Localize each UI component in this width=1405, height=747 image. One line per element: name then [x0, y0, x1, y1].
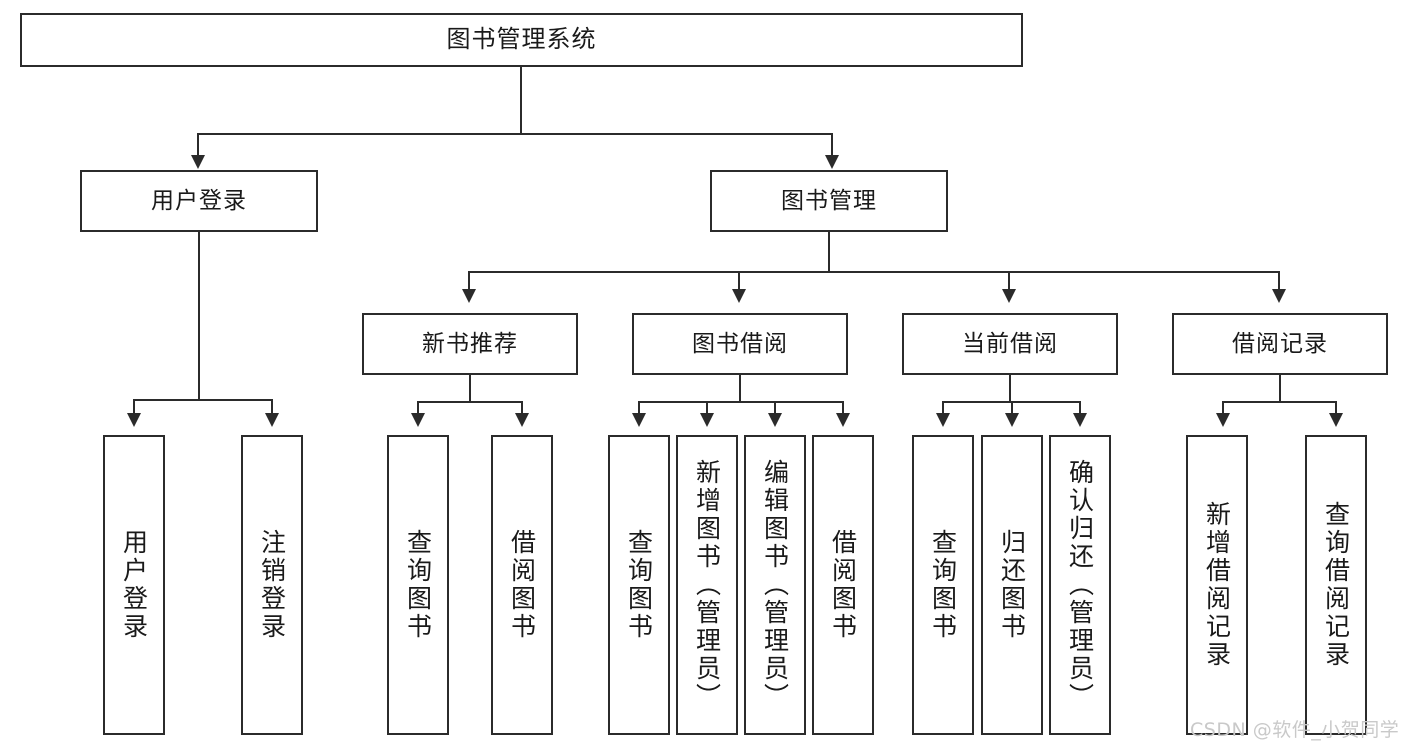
node-leaf-logout-label: 注销登录 — [257, 529, 287, 641]
arrow-book-manage-to-book-borrow — [732, 289, 746, 303]
node-borrow-record[interactable]: 借阅记录 — [1172, 313, 1388, 375]
node-leaf-query-book-3-label: 查询图书 — [928, 529, 958, 641]
edge-root-bus — [197, 133, 833, 135]
node-leaf-query-book-1[interactable]: 查询图书 — [387, 435, 449, 735]
edge-new-book-to-leaf2 — [521, 401, 523, 415]
edge-book-borrow-to-leaf4 — [842, 401, 844, 415]
node-leaf-logout[interactable]: 注销登录 — [241, 435, 303, 735]
arrow-book-manage-to-current-borrow — [1002, 289, 1016, 303]
edge-borrow-record-stem — [1279, 375, 1281, 402]
arrow-borrow-record-to-leaf2 — [1329, 413, 1343, 427]
node-borrow-record-label: 借阅记录 — [1232, 330, 1328, 357]
node-leaf-query-book-2[interactable]: 查询图书 — [608, 435, 670, 735]
arrow-book-manage-to-new-book — [462, 289, 476, 303]
node-leaf-query-book-3[interactable]: 查询图书 — [912, 435, 974, 735]
node-leaf-query-book-2-label: 查询图书 — [624, 529, 654, 641]
edge-book-manage-to-book-borrow — [738, 271, 740, 291]
arrow-new-book-to-leaf1 — [411, 413, 425, 427]
edge-book-borrow-to-leaf3 — [774, 401, 776, 415]
node-leaf-query-record[interactable]: 查询借阅记录 — [1305, 435, 1367, 735]
edge-new-book-stem — [469, 375, 471, 402]
node-new-book-rec-label: 新书推荐 — [422, 330, 518, 357]
node-leaf-query-record-label: 查询借阅记录 — [1321, 501, 1351, 669]
edge-book-manage-to-new-book — [468, 271, 470, 291]
node-leaf-edit-book[interactable]: 编辑图书（管理员） — [744, 435, 806, 735]
node-current-borrow[interactable]: 当前借阅 — [902, 313, 1118, 375]
edge-book-borrow-stem — [739, 375, 741, 402]
arrow-book-borrow-to-leaf3 — [768, 413, 782, 427]
arrow-book-borrow-to-leaf1 — [632, 413, 646, 427]
node-current-borrow-label: 当前借阅 — [962, 330, 1058, 357]
edge-book-borrow-bus — [638, 401, 843, 403]
edge-root-to-user-login — [197, 133, 199, 157]
node-leaf-confirm-return-label: 确认归还（管理员） — [1065, 459, 1095, 711]
arrow-root-to-user-login — [191, 155, 205, 169]
edge-user-login-to-leaf1 — [133, 399, 135, 415]
edge-book-manage-bus — [468, 271, 1280, 273]
edge-user-login-to-leaf2 — [271, 399, 273, 415]
node-leaf-user-login-label: 用户登录 — [119, 529, 149, 641]
arrow-current-borrow-to-leaf3 — [1073, 413, 1087, 427]
arrow-borrow-record-to-leaf1 — [1216, 413, 1230, 427]
node-leaf-add-book[interactable]: 新增图书（管理员） — [676, 435, 738, 735]
edge-current-borrow-to-leaf3 — [1079, 401, 1081, 415]
node-leaf-return-book[interactable]: 归还图书 — [981, 435, 1043, 735]
node-leaf-confirm-return[interactable]: 确认归还（管理员） — [1049, 435, 1111, 735]
edge-book-borrow-to-leaf1 — [638, 401, 640, 415]
node-leaf-borrow-book-2-label: 借阅图书 — [828, 529, 858, 641]
arrow-book-borrow-to-leaf4 — [836, 413, 850, 427]
edge-current-borrow-stem — [1009, 375, 1011, 402]
node-leaf-add-book-label: 新增图书（管理员） — [692, 459, 722, 711]
node-user-login[interactable]: 用户登录 — [80, 170, 318, 232]
edge-new-book-to-leaf1 — [417, 401, 419, 415]
node-leaf-borrow-book-1[interactable]: 借阅图书 — [491, 435, 553, 735]
node-book-borrow[interactable]: 图书借阅 — [632, 313, 848, 375]
arrow-root-to-book-manage — [825, 155, 839, 169]
node-root-label: 图书管理系统 — [446, 25, 597, 54]
edge-borrow-record-to-leaf1 — [1222, 401, 1224, 415]
edge-book-manage-to-borrow-record — [1278, 271, 1280, 291]
edge-current-borrow-to-leaf2 — [1011, 401, 1013, 415]
node-leaf-query-book-1-label: 查询图书 — [403, 529, 433, 641]
edge-book-manage-to-current-borrow — [1008, 271, 1010, 291]
arrow-user-login-to-leaf1 — [127, 413, 141, 427]
edge-user-login-bus — [133, 399, 271, 401]
node-leaf-add-record[interactable]: 新增借阅记录 — [1186, 435, 1248, 735]
edge-root-to-book-manage — [831, 133, 833, 157]
edge-borrow-record-bus — [1222, 401, 1336, 403]
edge-book-manage-stem — [828, 232, 830, 272]
edge-root-stem — [520, 67, 522, 134]
edge-book-borrow-to-leaf2 — [706, 401, 708, 415]
arrow-current-borrow-to-leaf1 — [936, 413, 950, 427]
node-leaf-user-login[interactable]: 用户登录 — [103, 435, 165, 735]
node-leaf-edit-book-label: 编辑图书（管理员） — [760, 459, 790, 711]
arrow-book-manage-to-borrow-record — [1272, 289, 1286, 303]
node-user-login-label: 用户登录 — [151, 187, 247, 214]
node-leaf-return-book-label: 归还图书 — [997, 529, 1027, 641]
edge-borrow-record-to-leaf2 — [1335, 401, 1337, 415]
node-new-book-rec[interactable]: 新书推荐 — [362, 313, 578, 375]
node-leaf-borrow-book-2[interactable]: 借阅图书 — [812, 435, 874, 735]
node-book-borrow-label: 图书借阅 — [692, 330, 788, 357]
arrow-user-login-to-leaf2 — [265, 413, 279, 427]
arrow-book-borrow-to-leaf2 — [700, 413, 714, 427]
edge-current-borrow-to-leaf1 — [942, 401, 944, 415]
node-book-manage[interactable]: 图书管理 — [710, 170, 948, 232]
arrow-new-book-to-leaf2 — [515, 413, 529, 427]
node-leaf-add-record-label: 新增借阅记录 — [1202, 501, 1232, 669]
edge-new-book-bus — [417, 401, 522, 403]
edge-user-login-stem — [198, 232, 200, 400]
node-leaf-borrow-book-1-label: 借阅图书 — [507, 529, 537, 641]
node-book-manage-label: 图书管理 — [781, 187, 877, 214]
csdn-watermark: CSDN @软件_小贺同学 — [1190, 719, 1400, 741]
node-root[interactable]: 图书管理系统 — [20, 13, 1023, 67]
arrow-current-borrow-to-leaf2 — [1005, 413, 1019, 427]
